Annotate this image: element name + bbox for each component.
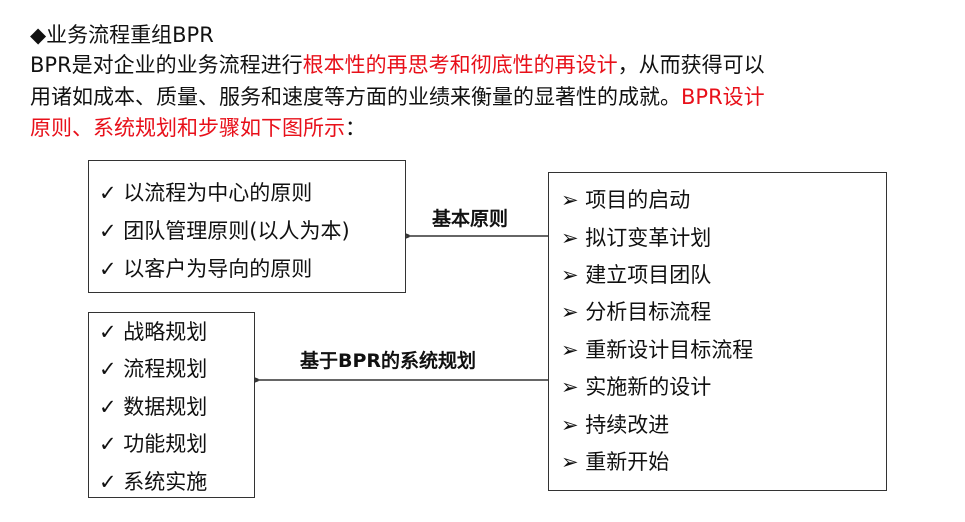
planning-item: ✓ 战略规划 <box>99 320 208 344</box>
text: 用诸如成本、质量、服务和速度等方面的业绩来衡量的显著性的成就。 <box>30 85 681 109</box>
text: BPR是对企业的业务流程进行 <box>30 53 303 77</box>
text: ： <box>345 116 366 140</box>
step-item: ➢ 分析目标流程 <box>561 300 712 324</box>
text: ，从而获得可以 <box>617 53 765 77</box>
principles-box: ✓ 以流程为中心的原则 ✓ 团队管理原则(以人为本) ✓ 以客户为导向的原则 <box>88 160 406 293</box>
planning-item: ✓ 功能规划 <box>99 432 208 456</box>
highlight-text: 原则、系统规划和步骤如下图所示 <box>30 116 345 140</box>
step-item: ➢ 重新设计目标流程 <box>561 338 754 362</box>
step-item: ➢ 持续改进 <box>561 413 670 437</box>
planning-item: ✓ 数据规划 <box>99 395 208 419</box>
arrow-label-principles: 基本原则 <box>432 208 509 230</box>
planning-item: ✓ 系统实施 <box>99 470 208 494</box>
planning-item: ✓ 流程规划 <box>99 357 208 381</box>
step-item: ➢ 项目的启动 <box>561 188 691 212</box>
para-line-3: 原则、系统规划和步骤如下图所示： <box>30 113 366 143</box>
principle-item: ✓ 以客户为导向的原则 <box>99 257 313 281</box>
para-line-2: 用诸如成本、质量、服务和速度等方面的业绩来衡量的显著性的成就。BPR设计 <box>30 82 765 112</box>
step-item: ➢ 重新开始 <box>561 450 670 474</box>
step-item: ➢ 实施新的设计 <box>561 375 712 399</box>
highlight-text: 根本性的再思考和彻底性的再设计 <box>302 53 618 77</box>
planning-box: ✓ 战略规划 ✓ 流程规划 ✓ 数据规划 ✓ 功能规划 ✓ 系统实施 <box>88 312 255 498</box>
steps-box: ➢ 项目的启动 ➢ 拟订变革计划 ➢ 建立项目团队 ➢ 分析目标流程 ➢ 重新设… <box>548 172 887 491</box>
step-item: ➢ 建立项目团队 <box>561 263 712 287</box>
arrow-label-planning: 基于BPR的系统规划 <box>300 350 477 372</box>
highlight-text: BPR设计 <box>681 85 765 109</box>
principle-item: ✓ 团队管理原则(以人为本) <box>99 219 350 243</box>
step-item: ➢ 拟订变革计划 <box>561 226 712 250</box>
para-line-1: BPR是对企业的业务流程进行根本性的再思考和彻底性的再设计，从而获得可以 <box>30 50 765 80</box>
heading: ◆业务流程重组BPR <box>30 23 214 47</box>
principle-item: ✓ 以流程为中心的原则 <box>99 181 313 205</box>
